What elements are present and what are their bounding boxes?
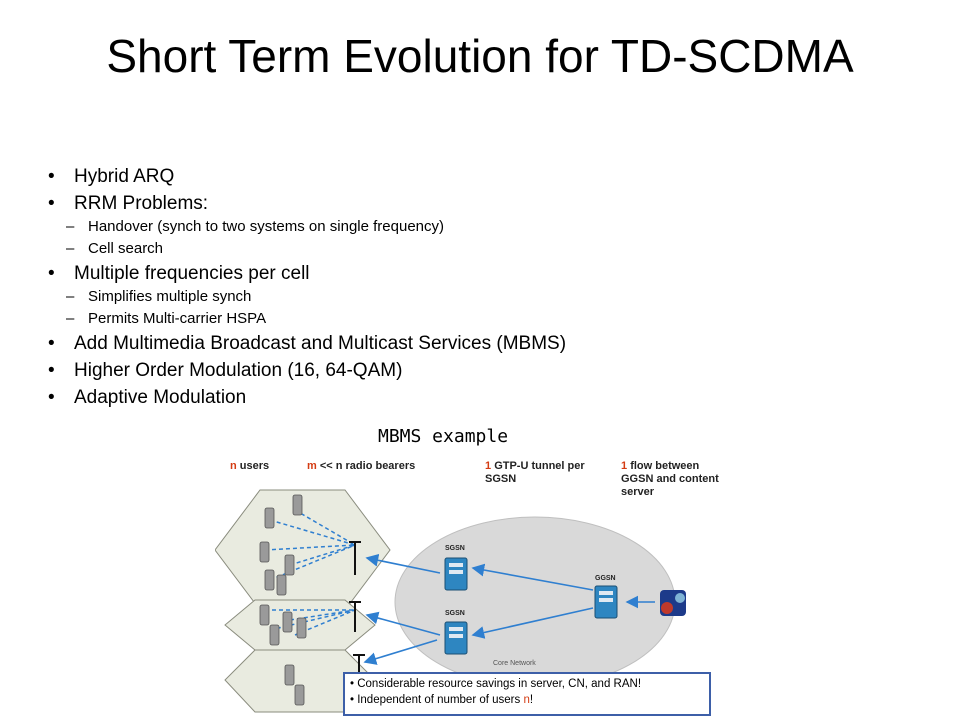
note-line: • Independent of number of users n! xyxy=(350,694,534,706)
bullet-item: Add Multimedia Broadcast and Multicast S… xyxy=(48,333,768,355)
sub-bullet-item: Simplifies multiple synch xyxy=(48,288,768,306)
bullet-item: Higher Order Modulation (16, 64-QAM) xyxy=(48,360,768,382)
sub-bullet-list: Handover (synch to two systems on single… xyxy=(66,218,768,258)
server-icon xyxy=(444,557,468,591)
cell-hexagon xyxy=(214,489,391,611)
note-line: • Considerable resource savings in serve… xyxy=(350,678,642,690)
sub-bullet-item: Cell search xyxy=(48,240,768,258)
sub-bullet-list: Simplifies multiple synch Permits Multi-… xyxy=(66,288,768,328)
sgsn-label: SGSN xyxy=(445,610,465,617)
sgsn-label: SGSN xyxy=(445,545,465,552)
core-network-label: Core Network xyxy=(493,660,536,667)
bullet-item: RRM Problems: Handover (synch to two sys… xyxy=(48,193,768,258)
content-server-icon xyxy=(660,590,686,616)
data-flow-arrows xyxy=(363,553,655,665)
tunnel-label: 1 GTP-U tunnel per SGSN xyxy=(485,460,585,485)
slide-title: Short Term Evolution for TD-SCDMA xyxy=(106,30,854,82)
mbms-diagram: n users m << n radio bearers 1 GTP-U tun… xyxy=(214,450,725,715)
bearers-label: m << n radio bearers xyxy=(307,460,416,472)
bullet-text: Add Multimedia Broadcast and Multicast S… xyxy=(74,333,567,354)
users-label: n users xyxy=(230,460,270,472)
server-icon xyxy=(444,621,468,655)
bullet-text: Higher Order Modulation (16, 64-QAM) xyxy=(74,360,403,381)
phone-icons xyxy=(259,494,307,706)
ggsn-label: GGSN xyxy=(595,575,616,582)
server-icon xyxy=(594,585,618,619)
diagram-caption: MBMS example xyxy=(378,426,509,447)
mbms-diagram-graphic xyxy=(214,489,686,713)
bullet-item: Adaptive Modulation xyxy=(48,387,768,409)
tower-icon xyxy=(349,541,361,575)
sub-bullet-item: Permits Multi-carrier HSPA xyxy=(48,310,768,328)
bullet-item: Hybrid ARQ xyxy=(48,166,768,188)
bullet-text: Adaptive Modulation xyxy=(74,387,247,408)
mbms-benefits-note: • Considerable resource savings in serve… xyxy=(343,672,711,716)
bullet-item: Multiple frequencies per cell Simplifies… xyxy=(48,263,768,328)
bullet-text: RRM Problems: xyxy=(74,193,209,214)
sub-bullet-item: Handover (synch to two systems on single… xyxy=(48,218,768,236)
bullet-text: Hybrid ARQ xyxy=(74,166,175,187)
bullet-list: Hybrid ARQ RRM Problems: Handover (synch… xyxy=(48,166,768,414)
tower-icon xyxy=(349,601,361,632)
flow-label: 1 flow between GGSN and content server xyxy=(621,460,719,498)
bullet-text: Multiple frequencies per cell xyxy=(74,263,310,284)
tower-icon xyxy=(353,654,365,672)
